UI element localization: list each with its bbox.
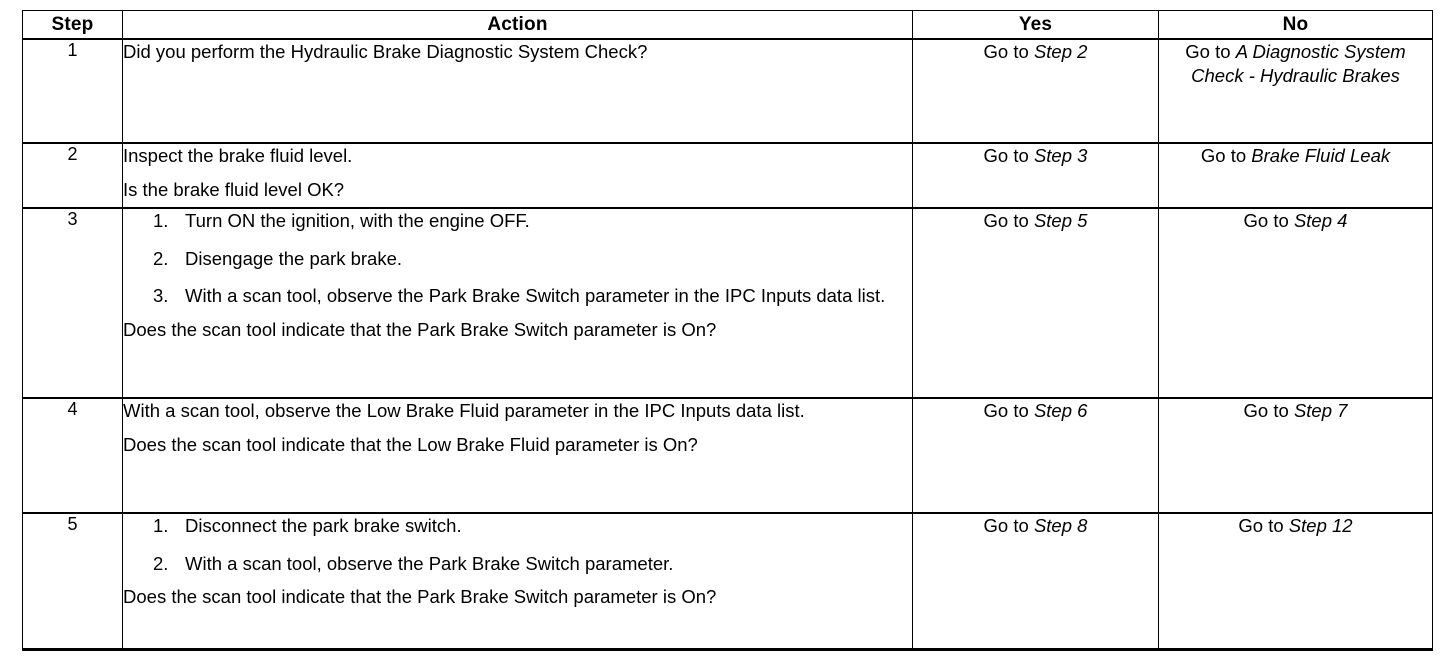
action-question: Does the scan tool indicate that the Low… xyxy=(123,433,698,455)
yes-branch-reference[interactable]: Step 5 xyxy=(1033,210,1088,231)
list-item-text: Disengage the park brake. xyxy=(185,247,402,269)
action-paragraph: Did you perform the Hydraulic Brake Diag… xyxy=(123,41,648,62)
table-row: 3 1. Turn ON the ignition, with the engi… xyxy=(22,207,1433,399)
action-cell: Did you perform the Hydraulic Brake Diag… xyxy=(122,38,913,144)
action-question: Does the scan tool indicate that the Par… xyxy=(123,586,717,608)
step-number-cell: 3 xyxy=(22,207,123,399)
yes-branch-reference[interactable]: Step 3 xyxy=(1033,145,1088,166)
column-header-yes: Yes xyxy=(912,10,1159,40)
no-branch-cell: Go to A Diagnostic System Check - Hydrau… xyxy=(1158,38,1433,144)
action-paragraph: Inspect the brake fluid level. xyxy=(123,145,353,166)
list-item-text: Disconnect the park brake switch. xyxy=(185,515,462,536)
list-item-number: 3. xyxy=(153,285,169,307)
table-row: 5 1. Disconnect the park brake switch. 2… xyxy=(22,512,1433,651)
yes-branch-reference[interactable]: Step 2 xyxy=(1033,41,1088,62)
action-cell: 1. Disconnect the park brake switch. 2. … xyxy=(122,512,913,651)
yes-branch-prefix: Go to xyxy=(983,515,1034,536)
table-header: Step Action Yes No xyxy=(22,10,1433,40)
yes-branch-prefix: Go to xyxy=(983,145,1034,166)
yes-branch-prefix: Go to xyxy=(983,41,1034,62)
action-question: Is the brake fluid level OK? xyxy=(123,178,345,200)
list-item-text: With a scan tool, observe the Park Brake… xyxy=(185,552,674,574)
no-branch-reference[interactable]: Step 12 xyxy=(1288,515,1353,536)
yes-branch-cell: Go to Step 3 xyxy=(912,142,1159,209)
table-body: 1 Did you perform the Hydraulic Brake Di… xyxy=(22,38,1433,651)
list-item-number: 1. xyxy=(153,210,169,231)
no-branch-reference[interactable]: Step 4 xyxy=(1293,210,1348,231)
list-item-text: With a scan tool, observe the Park Brake… xyxy=(185,285,886,307)
list-item-text: Turn ON the ignition, with the engine OF… xyxy=(185,210,530,231)
action-cell: With a scan tool, observe the Low Brake … xyxy=(122,397,913,514)
table-row: 2 Inspect the brake fluid level. Is the … xyxy=(22,142,1433,209)
list-item: 1. Turn ON the ignition, with the engine… xyxy=(123,209,912,234)
list-item-number: 1. xyxy=(153,515,169,536)
action-cell: Inspect the brake fluid level. Is the br… xyxy=(122,142,913,209)
column-header-step: Step xyxy=(22,10,123,40)
action-question: Does the scan tool indicate that the Par… xyxy=(123,318,717,340)
no-branch-prefix: Go to xyxy=(1185,41,1236,62)
yes-branch-cell: Go to Step 5 xyxy=(912,207,1159,399)
no-branch-reference[interactable]: Brake Fluid Leak xyxy=(1251,145,1391,166)
no-branch-cell: Go to Step 12 xyxy=(1158,512,1433,651)
list-item: 1. Disconnect the park brake switch. xyxy=(123,514,912,539)
procedure-list: 1. Turn ON the ignition, with the engine… xyxy=(123,209,912,309)
list-item: 2. With a scan tool, observe the Park Br… xyxy=(123,552,912,577)
step-number-cell: 4 xyxy=(22,397,123,514)
column-header-action: Action xyxy=(122,10,913,40)
no-branch-cell: Go to Brake Fluid Leak xyxy=(1158,142,1433,209)
list-item: 2. Disengage the park brake. xyxy=(123,247,912,272)
action-cell: 1. Turn ON the ignition, with the engine… xyxy=(122,207,913,399)
action-paragraph: With a scan tool, observe the Low Brake … xyxy=(123,400,805,421)
no-branch-cell: Go to Step 7 xyxy=(1158,397,1433,514)
yes-branch-cell: Go to Step 6 xyxy=(912,397,1159,514)
yes-branch-cell: Go to Step 8 xyxy=(912,512,1159,651)
list-item-number: 2. xyxy=(153,552,169,574)
step-number-cell: 2 xyxy=(22,142,123,209)
list-item-number: 2. xyxy=(153,247,169,269)
column-header-no: No xyxy=(1158,10,1433,40)
no-branch-prefix: Go to xyxy=(1238,515,1289,536)
list-item: 3. With a scan tool, observe the Park Br… xyxy=(123,284,912,309)
table-row: 4 With a scan tool, observe the Low Brak… xyxy=(22,397,1433,514)
no-branch-prefix: Go to xyxy=(1243,210,1294,231)
yes-branch-cell: Go to Step 2 xyxy=(912,38,1159,144)
table-row: 1 Did you perform the Hydraulic Brake Di… xyxy=(22,38,1433,144)
procedure-list: 1. Disconnect the park brake switch. 2. … xyxy=(123,514,912,576)
no-branch-cell: Go to Step 4 xyxy=(1158,207,1433,399)
yes-branch-prefix: Go to xyxy=(983,400,1034,421)
no-branch-prefix: Go to xyxy=(1243,400,1294,421)
yes-branch-reference[interactable]: Step 6 xyxy=(1033,400,1088,421)
header-row: Step Action Yes No xyxy=(22,10,1433,40)
no-branch-reference[interactable]: A Diagnostic System Check - Hydraulic Br… xyxy=(1191,41,1406,87)
yes-branch-prefix: Go to xyxy=(983,210,1034,231)
diagnostic-table: Step Action Yes No 1 Did you perform the… xyxy=(22,10,1433,651)
step-number-cell: 1 xyxy=(22,38,123,144)
no-branch-reference[interactable]: Step 7 xyxy=(1293,400,1348,421)
step-number-cell: 5 xyxy=(22,512,123,651)
no-branch-prefix: Go to xyxy=(1200,145,1252,166)
yes-branch-reference[interactable]: Step 8 xyxy=(1033,515,1088,536)
